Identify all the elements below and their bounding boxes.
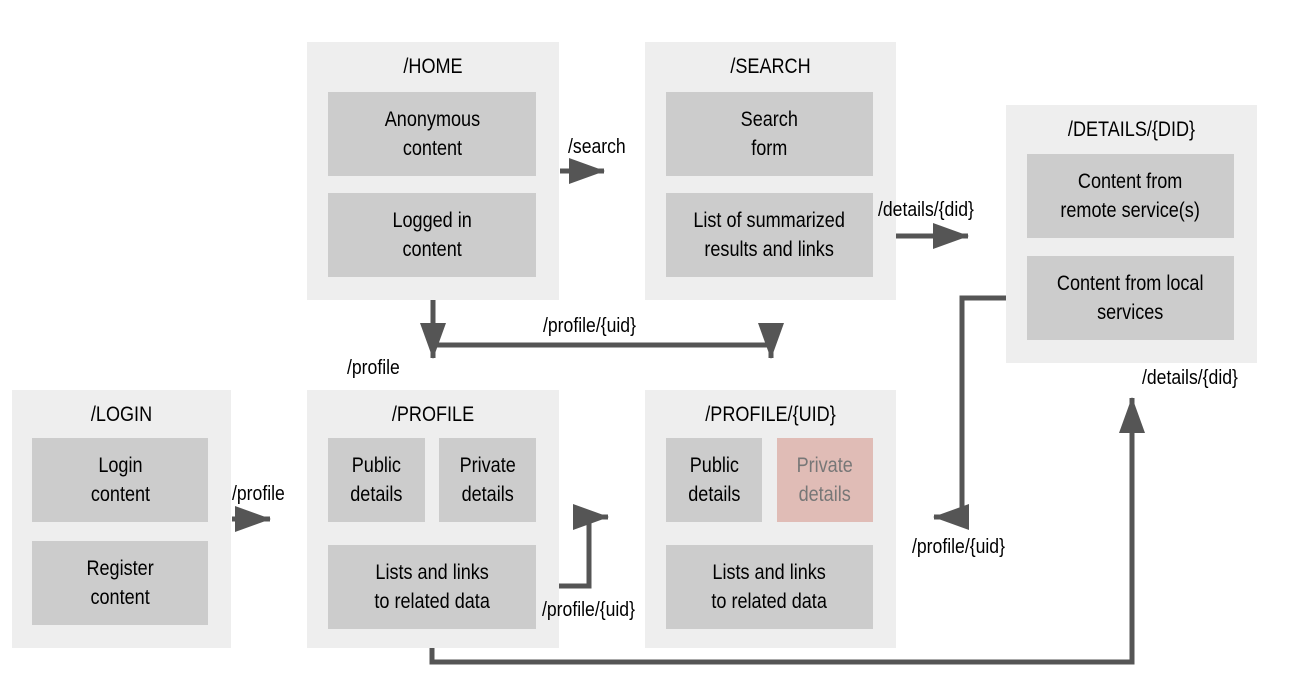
profile-private-details-box: Private details: [439, 438, 536, 522]
profile-uid-lists-box: Lists and links to related data: [666, 545, 873, 629]
local-content-box: Content from local services: [1027, 256, 1234, 340]
remote-content-label: Content from remote service(s): [1060, 170, 1201, 222]
edge-label-profile-uid-right: /profile/{uid}: [912, 536, 1005, 558]
anonymous-content-box: Anonymous content: [328, 92, 536, 176]
profile-public-details-box: Public details: [328, 438, 425, 522]
register-content-box: Register content: [32, 541, 208, 625]
logged-in-content-box: Logged in content: [328, 193, 536, 277]
details-title: /DETAILS/{DID}: [1067, 118, 1196, 141]
search-results-box: List of summarized results and links: [666, 193, 873, 277]
profile-uid-title: /PROFILE/{UID}: [705, 403, 836, 426]
profile-panel: /PROFILE Public details Private details …: [307, 390, 559, 648]
profile-lists-box: Lists and links to related data: [328, 545, 536, 629]
local-content-label: Content from local services: [1057, 272, 1204, 324]
register-content-label: Register content: [86, 557, 154, 609]
profile-private-details-label: Private details: [459, 454, 516, 506]
home-title: /HOME: [403, 55, 463, 78]
profile-uid-public-details-label: Public details: [687, 454, 741, 506]
edge-home-profile-uid: [433, 323, 784, 359]
logged-in-content-label: Logged in content: [392, 209, 472, 261]
edge-label-details-top: /details/{did}: [878, 199, 974, 221]
profile-lists-label: Lists and links to related data: [374, 561, 490, 613]
search-form-label: Search form: [740, 108, 799, 160]
details-panel: /DETAILS/{DID} Content from remote servi…: [1006, 105, 1257, 363]
login-content-label: Login content: [90, 454, 150, 506]
profile-public-details-label: Public details: [350, 454, 403, 506]
login-panel: /LOGIN Login content Register content: [12, 390, 231, 648]
search-panel: /SEARCH Search form List of summarized r…: [645, 42, 896, 300]
profile-title: /PROFILE: [391, 403, 475, 426]
home-panel: /HOME Anonymous content Logged in conten…: [307, 42, 559, 300]
search-results-label: List of summarized results and links: [693, 209, 846, 261]
profile-uid-private-details-label: Private details: [796, 454, 854, 506]
login-content-box: Login content: [32, 438, 208, 522]
edge-label-profile-uid-top: /profile/{uid}: [543, 315, 636, 337]
search-form-box: Search form: [666, 92, 873, 176]
profile-uid-lists-label: Lists and links to related data: [711, 561, 828, 613]
anonymous-content-label: Anonymous content: [384, 108, 480, 160]
edge-label-profile-login: /profile: [232, 483, 285, 505]
edge-label-details-bottom: /details/{did}: [1142, 367, 1238, 389]
search-title: /SEARCH: [730, 55, 811, 78]
profile-uid-public-details-box: Public details: [666, 438, 762, 522]
profile-uid-panel: /PROFILE/{UID} Public details Private de…: [645, 390, 896, 648]
edge-label-profile-home: /profile: [347, 357, 400, 379]
profile-uid-private-details-box: Private details: [777, 438, 873, 522]
login-title: /LOGIN: [90, 403, 153, 426]
edge-local-profile-uid: [933, 295, 1026, 530]
edge-lists-profile-uid: [536, 504, 609, 589]
remote-content-box: Content from remote service(s): [1027, 154, 1234, 238]
edge-label-profile-uid-bottom: /profile/{uid}: [542, 599, 635, 621]
edge-label-search: /search: [568, 136, 626, 158]
